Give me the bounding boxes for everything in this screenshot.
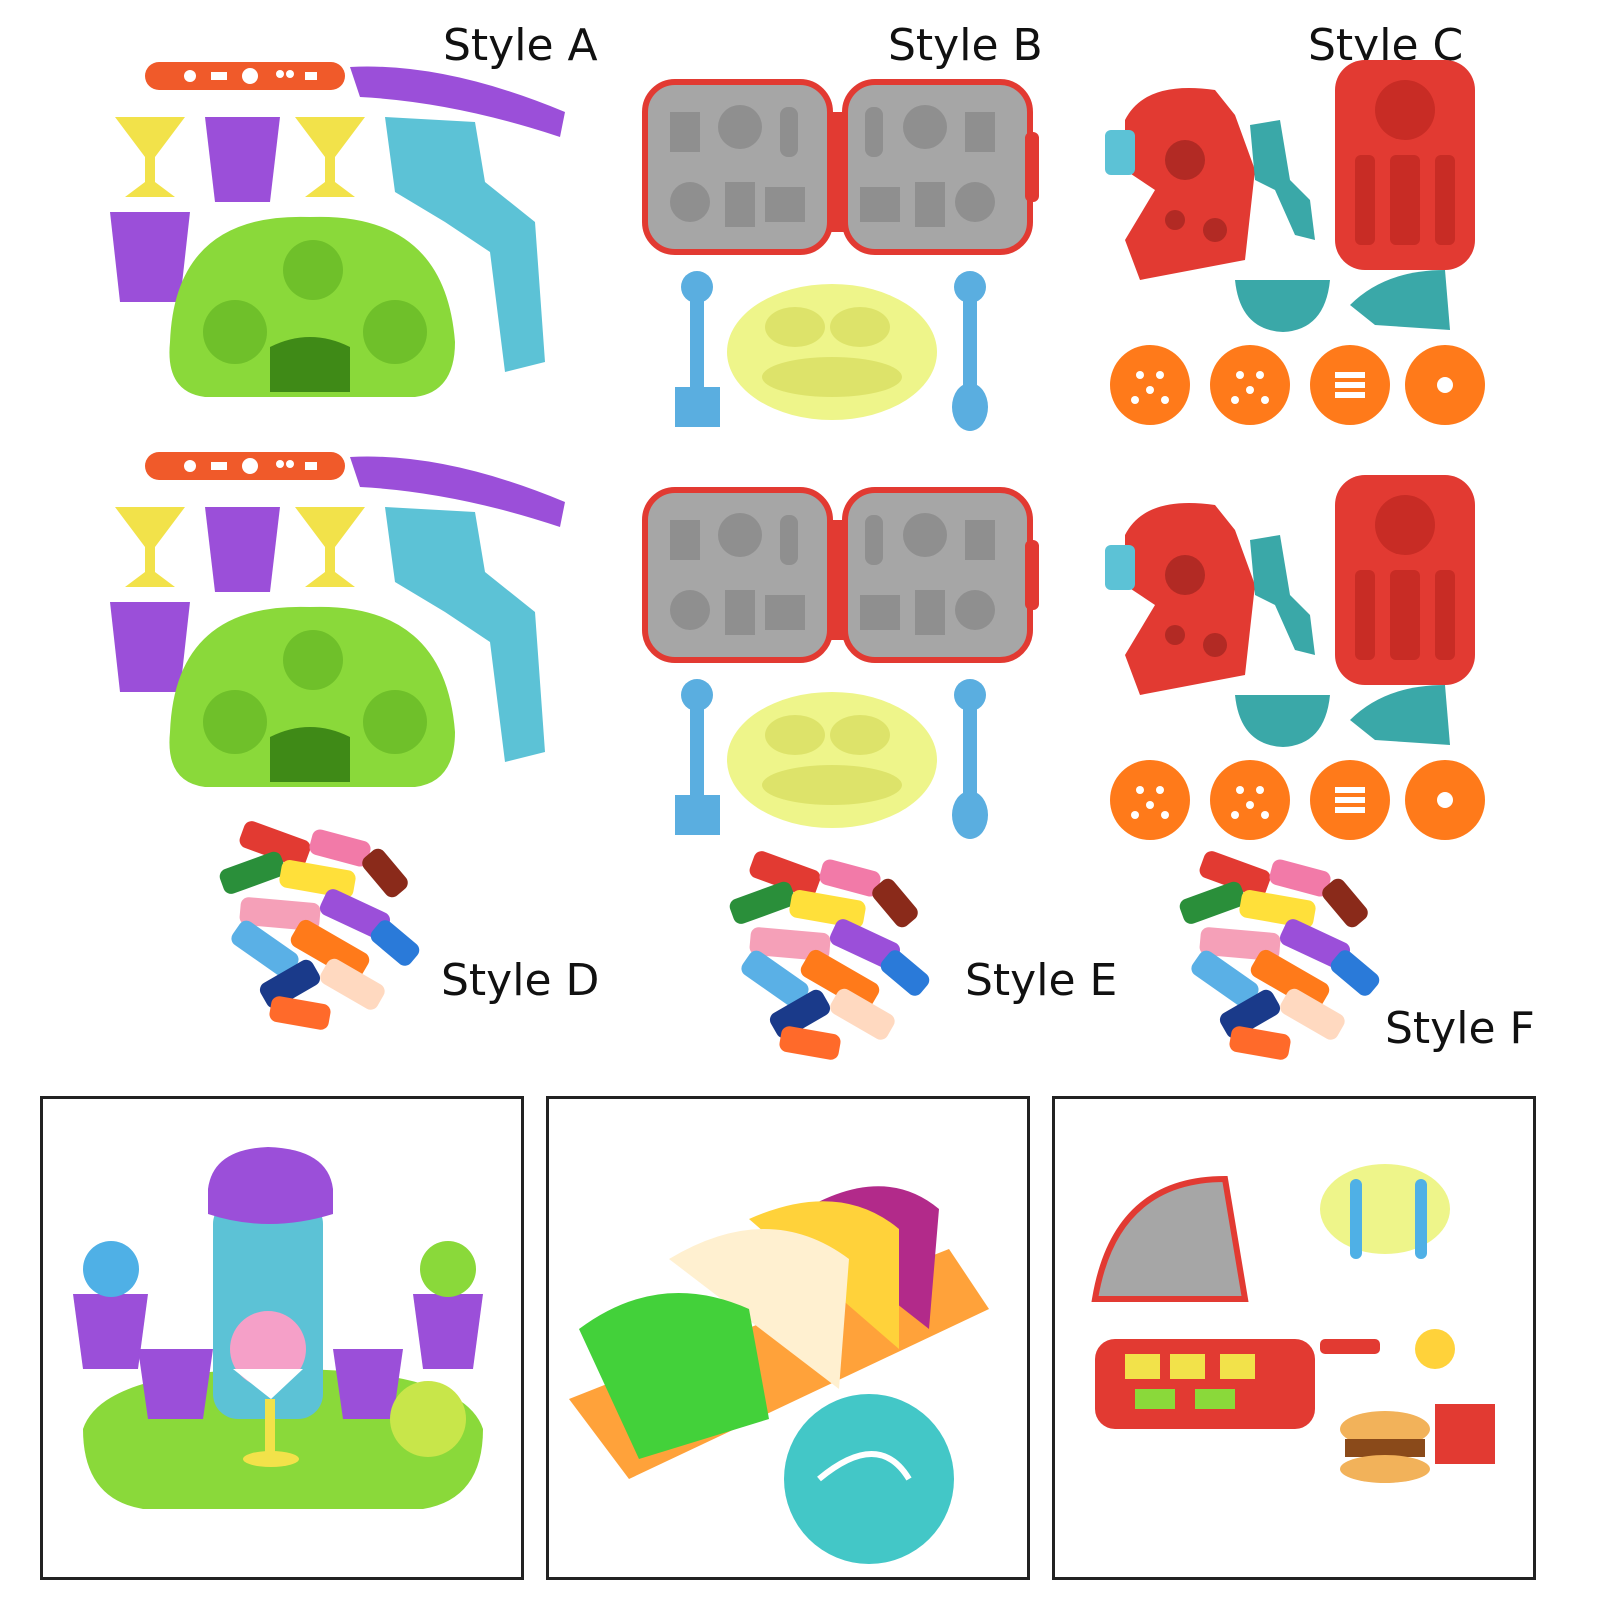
label-style-e: Style E bbox=[965, 955, 1118, 1006]
style-d-kit-image bbox=[110, 452, 565, 787]
style-c-kit-image bbox=[1105, 60, 1485, 425]
style-a-kit-image bbox=[110, 62, 565, 397]
burger-grill-illustration bbox=[1091, 1164, 1495, 1483]
label-style-b: Style B bbox=[888, 20, 1043, 71]
style-f-kit-image bbox=[1105, 475, 1485, 840]
style-b-kit-image bbox=[645, 62, 1040, 432]
label-style-d: Style D bbox=[441, 955, 600, 1006]
ice-cream-set-photo bbox=[40, 1096, 524, 1580]
burger-set-photo bbox=[1052, 1096, 1536, 1580]
label-style-f: Style F bbox=[1385, 1003, 1535, 1054]
clay-bundle-d bbox=[217, 818, 423, 1032]
clay-bundle-e bbox=[727, 848, 933, 1062]
dumpling-set-photo bbox=[546, 1096, 1030, 1580]
dumpling-illustration bbox=[569, 1186, 989, 1564]
ice-cream-machine-illustration bbox=[73, 1147, 483, 1509]
style-e-kit-image bbox=[645, 470, 1040, 840]
label-style-a: Style A bbox=[443, 20, 598, 71]
clay-bundle-f bbox=[1177, 848, 1383, 1062]
